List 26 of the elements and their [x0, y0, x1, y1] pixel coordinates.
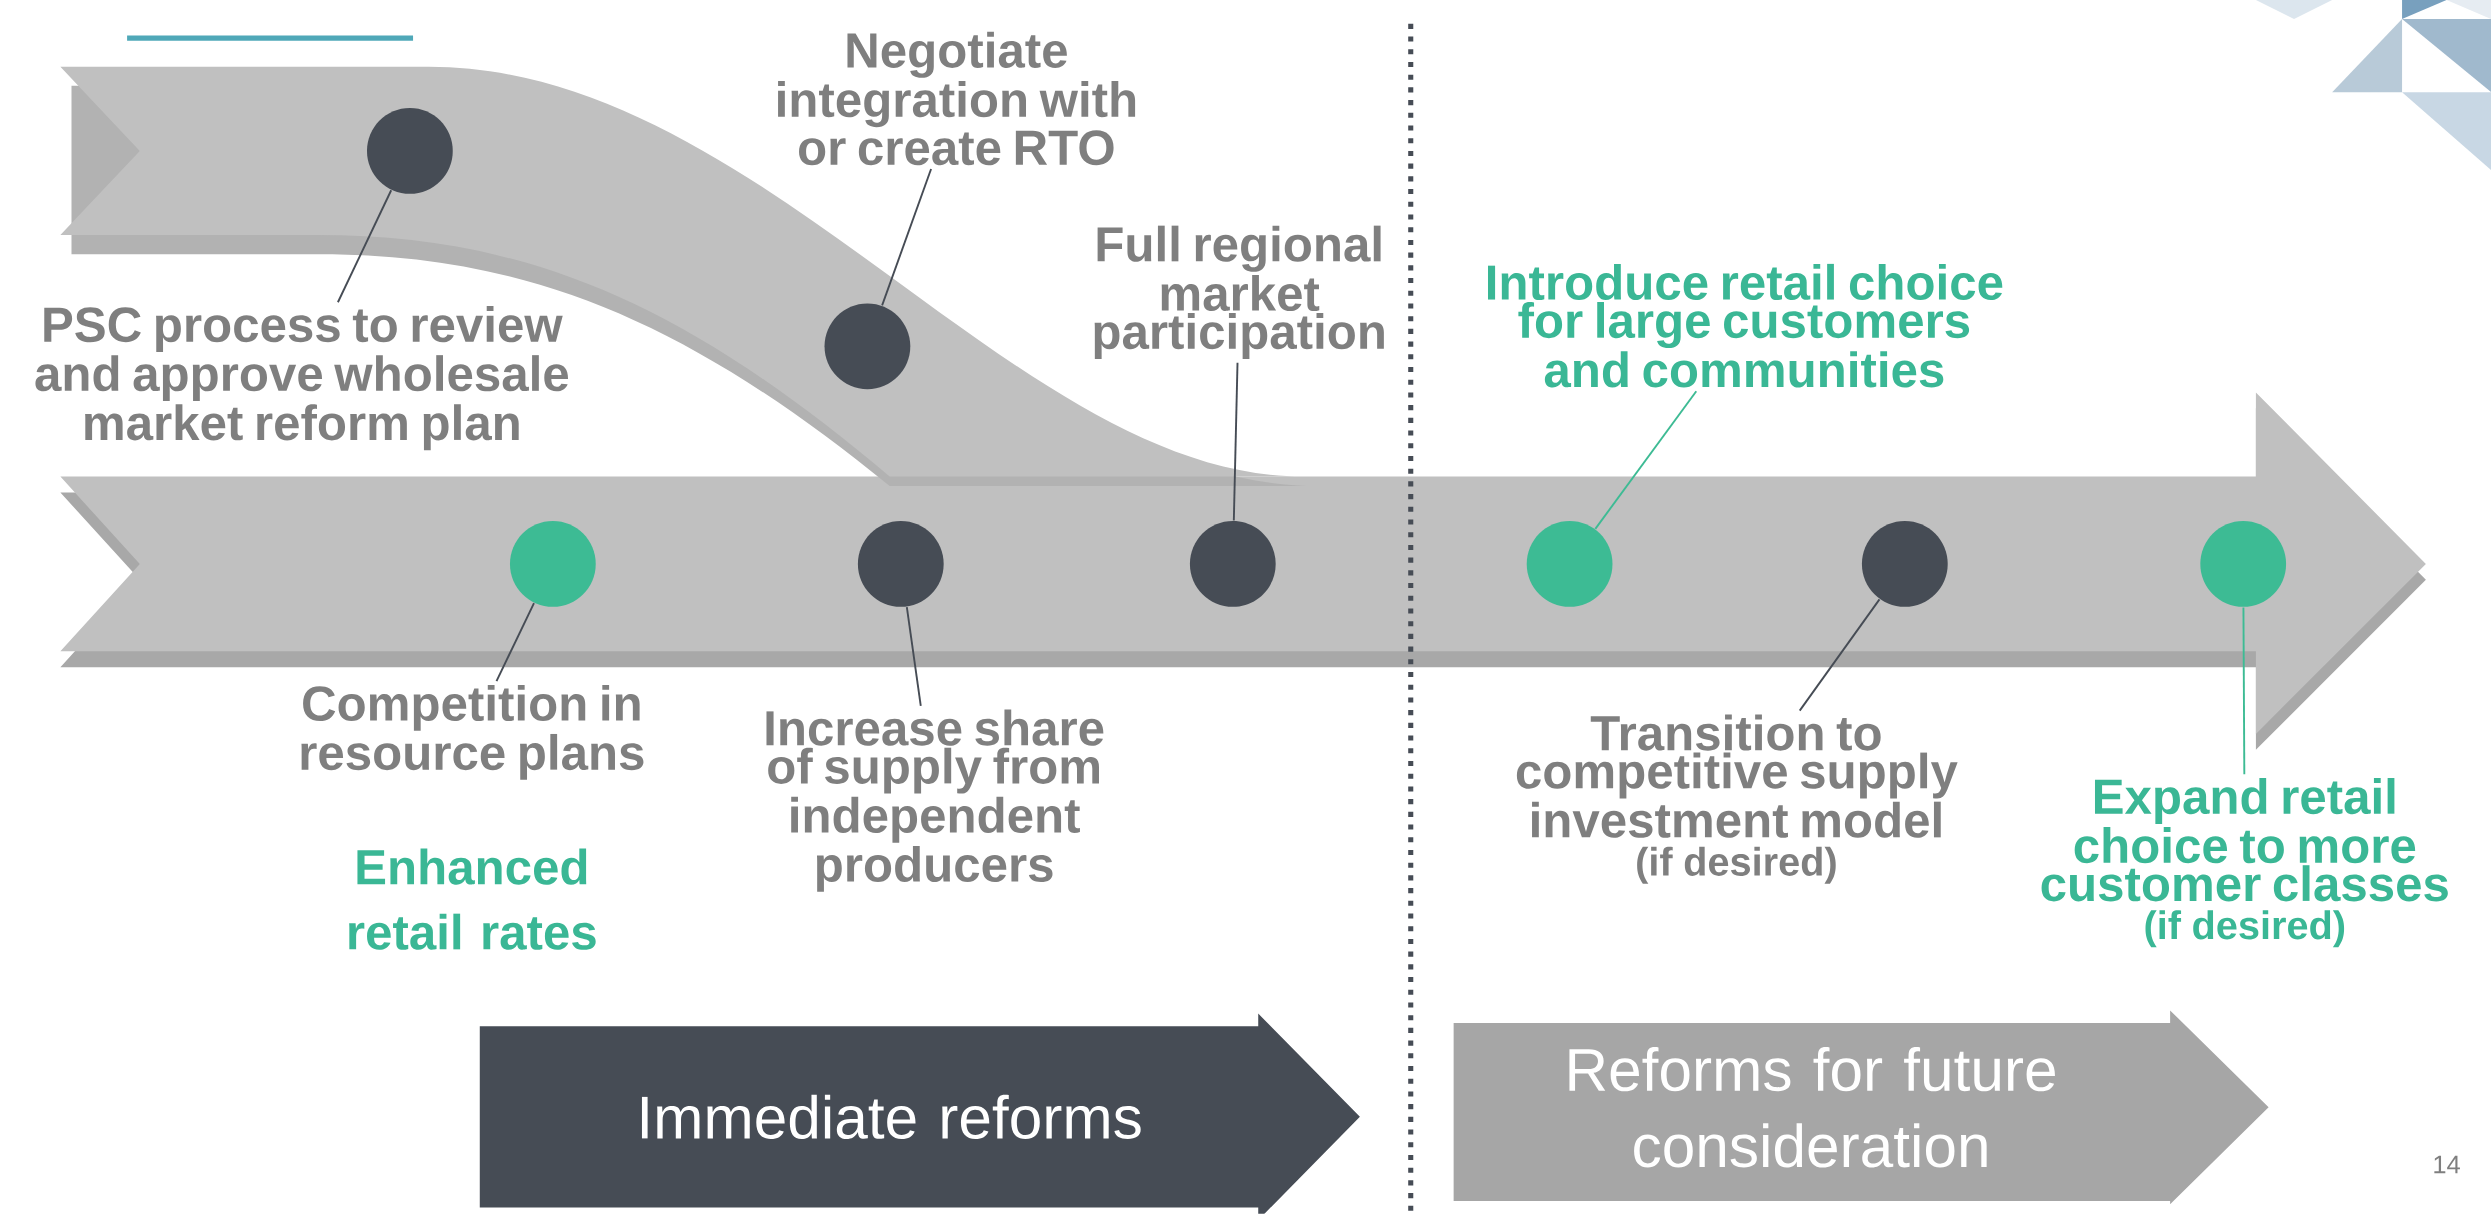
arrow-banner: Reforms for future consideration [1453, 1010, 2269, 1205]
milestone-text: Competition in resource plans [301, 685, 644, 780]
dot-marker [1526, 521, 1613, 607]
milestone-text: PSC process to review and approve wholesale market reform plan [35, 306, 569, 451]
milestone-text: Expand retail choice to more customer classes (if desired) [2041, 778, 2448, 948]
milestone-text: Negotiate integration with or create RTO [778, 31, 1136, 166]
leader-line [905, 606, 922, 707]
dot-marker [1189, 521, 1276, 607]
dot-marker [1861, 521, 1948, 607]
dot-marker [824, 303, 911, 390]
leader-line [1232, 361, 1239, 522]
leader-line [2242, 606, 2246, 776]
leader-line [1594, 390, 1698, 530]
leader-line [336, 189, 393, 304]
dot-marker [2200, 521, 2287, 607]
arrow-banner: Immediate reforms [479, 1013, 1360, 1214]
leader-line [1798, 598, 1881, 712]
retail-note: Enhanced retail rates [349, 848, 596, 950]
milestone-text: Transition to competitive supply investment model (if desired) [1516, 714, 1958, 884]
dot-marker [367, 108, 453, 194]
dot-marker [857, 521, 944, 607]
dot-marker [509, 521, 596, 607]
milestone-text: Full regional market participation [1094, 225, 1384, 360]
milestone-text: Introduce retail choice for large customers and communities [1488, 264, 2003, 388]
milestone-text: Increase share of supply from independent producers [766, 709, 1104, 892]
page-number: 14 [2434, 1155, 2460, 1174]
